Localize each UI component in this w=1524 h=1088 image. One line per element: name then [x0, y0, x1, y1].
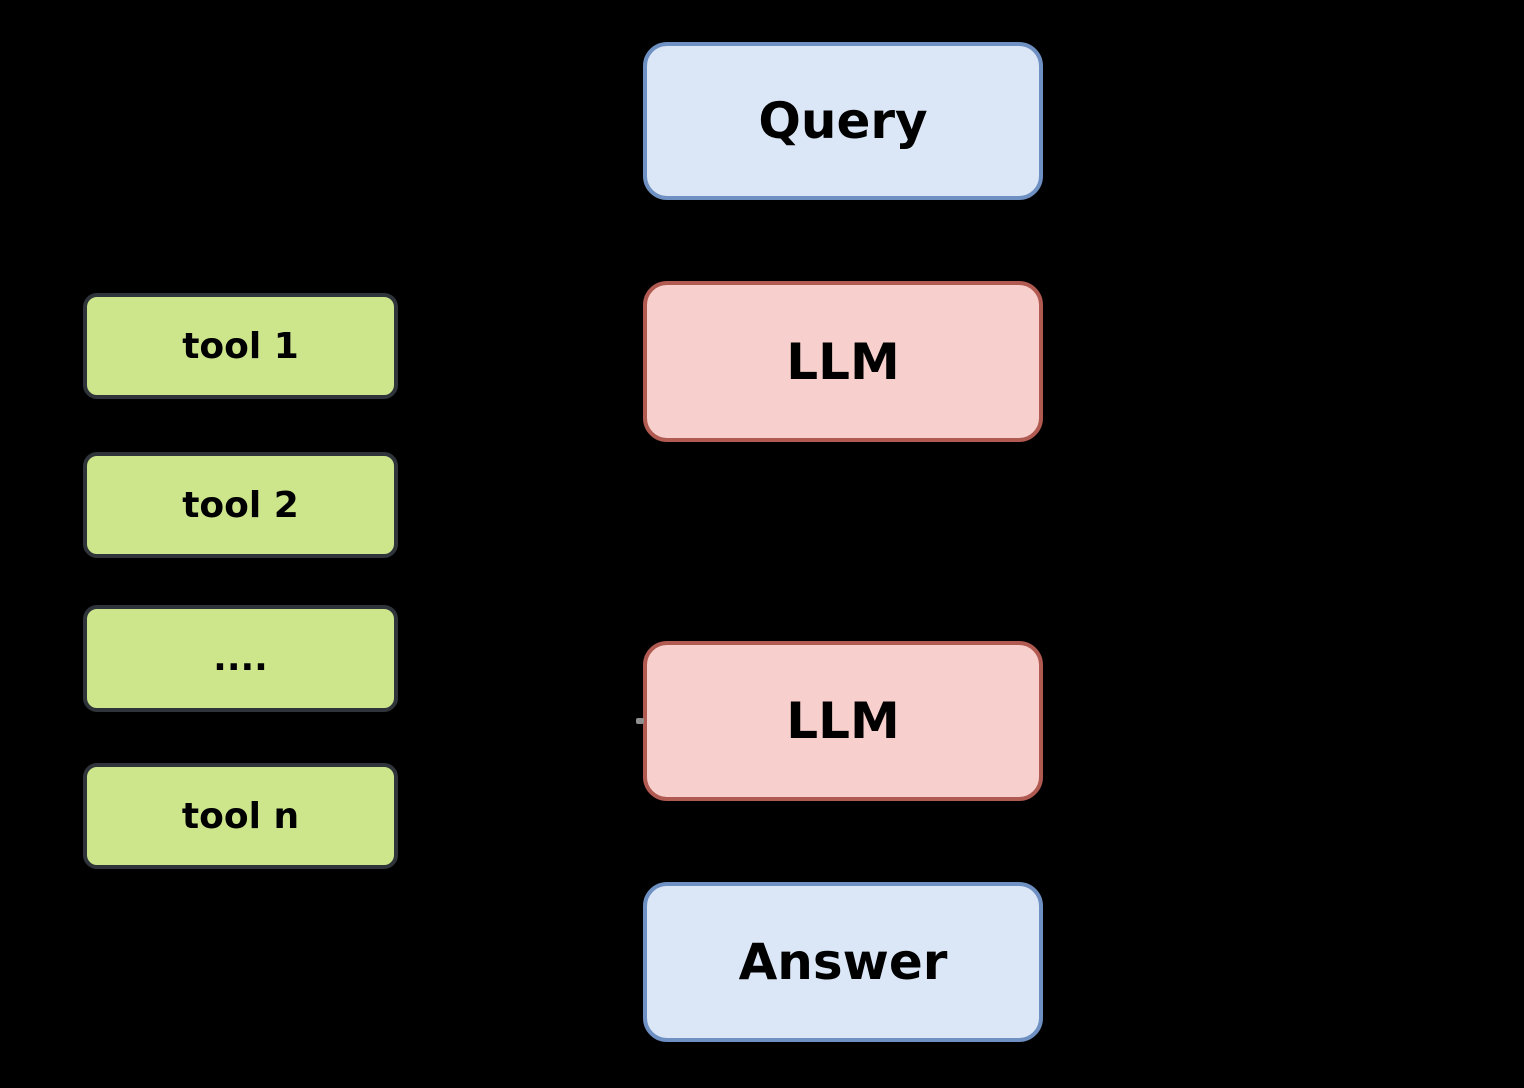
- tool-1-node: tool 1: [83, 293, 398, 399]
- tool-1-label: tool 1: [182, 325, 299, 367]
- llm-top-node: LLM: [643, 281, 1043, 442]
- tool-n-node: tool n: [83, 763, 398, 869]
- query-node: Query: [643, 42, 1043, 200]
- llm-bottom-node: LLM: [643, 641, 1043, 801]
- tool-2-node: tool 2: [83, 452, 398, 558]
- tool-n-label: tool n: [181, 795, 300, 837]
- answer-node: Answer: [643, 882, 1043, 1042]
- tool-ellipsis-node: ....: [83, 605, 398, 712]
- llm-bottom-label: LLM: [786, 692, 900, 750]
- llm-top-label: LLM: [786, 332, 900, 391]
- tool-ellipsis-label: ....: [213, 638, 268, 679]
- tool-2-label: tool 2: [182, 484, 299, 526]
- answer-label: Answer: [738, 933, 948, 991]
- query-label: Query: [758, 92, 928, 150]
- connector-arrowhead-remnant: [636, 718, 644, 724]
